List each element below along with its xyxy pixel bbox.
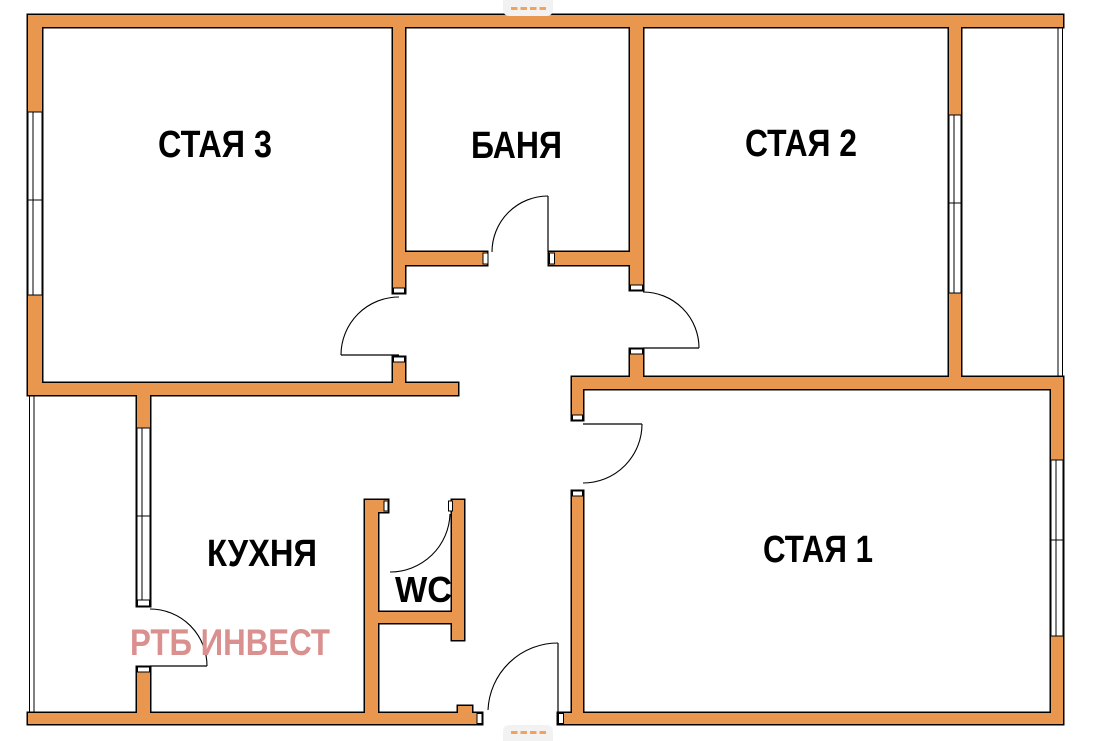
room-label-wc: WC [395,569,452,610]
jamb-bath-right [549,252,555,265]
room-label-room2: СТАЯ 2 [745,123,857,165]
room-label-kitchen: КУХНЯ [207,533,317,575]
window-room1-right [1050,459,1064,637]
jamb-entrance-left [476,713,483,724]
jamb-wc-right [448,500,453,512]
window-kitchen-left [136,427,151,603]
jamb-balcony-door-bottom [137,666,150,673]
watermark-badge-top [503,0,553,16]
door-kitchen-balcony [149,608,208,667]
door-room2 [642,291,700,349]
jamb-entrance-right [558,713,564,724]
room-label-room3: СТАЯ 3 [158,124,272,166]
door-room3 [340,296,400,356]
watermark-text: РТБ ИНВЕСТ [130,622,330,663]
balcony-lines [29,27,1063,713]
watermark-badge-bottom [503,725,553,741]
jamb-room1-top [572,414,583,421]
jamb-room3-top [393,287,405,294]
jamb-room1-bottom [572,490,583,497]
door-entrance [487,642,559,712]
door-room1 [582,423,643,484]
jamb-bath-left [482,252,489,265]
badge-background [503,0,553,16]
window-room3-left [27,111,43,296]
door-jambs [137,252,643,724]
door-bathroom [491,195,549,253]
jamb-wc-left [383,500,389,512]
door-wc [389,513,451,573]
watermark-dashes-icon [511,731,546,734]
jamb-room3-bottom [393,356,405,363]
jamb-room2-top [630,284,643,291]
watermark-dashes-icon [511,7,546,10]
room-label-room1: СТАЯ 1 [763,529,873,571]
window-room2-divider [948,114,962,294]
jamb-balcony-door-top [137,599,150,607]
room-label-bathroom: БАНЯ [471,125,562,167]
jamb-room2-bottom [630,348,643,355]
badge-background [503,725,553,741]
windows [27,111,1064,637]
doors [149,195,700,712]
